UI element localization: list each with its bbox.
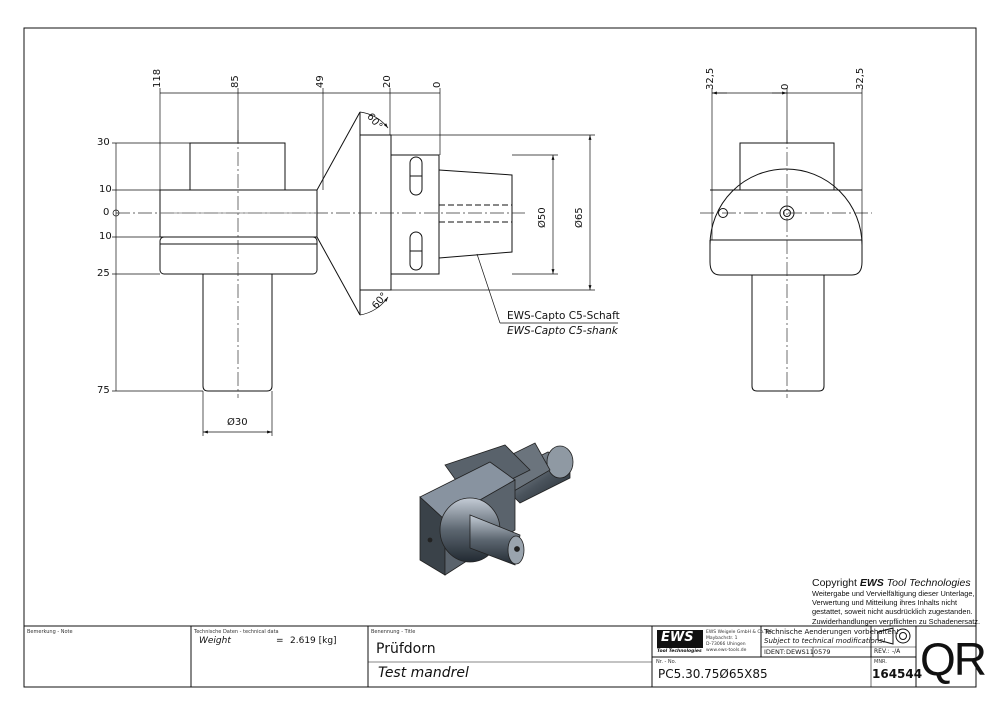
copyright-brand: EWS xyxy=(859,577,884,589)
ews-logo: EWS xyxy=(661,630,694,645)
dim-25: 25 xyxy=(97,268,110,279)
dim-49: 49 xyxy=(315,75,326,88)
ews-logo-sub: Tool Technologies xyxy=(657,649,702,654)
dim-75: 75 xyxy=(97,385,110,396)
weight-value: 2.619 [kg] xyxy=(290,636,337,646)
mnr-value: 164544 xyxy=(872,667,923,681)
changes-german: Technische Aenderungen vorbehalten! xyxy=(764,628,899,636)
title-label: Benennung - Title xyxy=(371,629,416,635)
dim-118: 118 xyxy=(152,68,163,88)
front-centerlines xyxy=(116,130,525,398)
ident-label: IDENT: xyxy=(764,648,786,656)
side-view xyxy=(709,142,863,392)
dim-0-left: 0 xyxy=(103,207,110,218)
weight-eq: = xyxy=(276,636,284,646)
title-german: Prüfdorn xyxy=(376,641,436,657)
dim-0-top: 0 xyxy=(432,81,443,88)
company-line: D-73066 Uhingen xyxy=(706,642,746,647)
sheet-border xyxy=(23,27,977,688)
copyright-line: gestattet, soweit nicht ausdrücklich zug… xyxy=(812,607,973,617)
company-line: Maybachstr. 1 xyxy=(706,636,738,641)
dim-30: 30 xyxy=(97,137,110,148)
copyright-line: Verwertung und Mitteilung ihres Inhalts … xyxy=(812,598,958,608)
number-label: Nr. - No. xyxy=(656,659,677,665)
copyright-suffix: Tool Technologies xyxy=(886,577,971,589)
mnr-label: MNR. xyxy=(874,659,887,665)
dim-diameter-30: Ø30 xyxy=(227,417,248,428)
dim-32-5-right: 32,5 xyxy=(855,67,866,90)
dim-diameter-65: Ø65 xyxy=(574,207,585,228)
front-dimensions xyxy=(112,88,618,436)
tech-data-label: Technische Daten - technical data xyxy=(194,629,279,635)
side-dimensions xyxy=(711,88,863,240)
title-english: Test mandrel xyxy=(378,665,469,681)
title-block xyxy=(24,625,976,687)
dim-10-bottom: 10 xyxy=(99,231,112,242)
copyright-notice: Copyright EWS Tool Technologies Weiterga… xyxy=(812,577,982,626)
dim-diameter-50: Ø50 xyxy=(537,207,548,228)
side-centerlines xyxy=(700,130,872,398)
callout-shank-en: EWS-Capto C5-shank xyxy=(507,325,618,337)
ews-logo-box xyxy=(657,630,703,648)
dim-10-top: 10 xyxy=(99,184,112,195)
copyright-line: Weitergabe und Vervielfältigung dieser U… xyxy=(812,589,975,598)
callout-shank-de: EWS-Capto C5-Schaft xyxy=(507,310,620,322)
rev-value: -/A xyxy=(892,648,901,655)
dim-0-side: 0 xyxy=(780,83,791,90)
ident-value: DEWS110579 xyxy=(786,648,831,656)
dim-32-5-left: 32,5 xyxy=(705,67,716,90)
weight-label: Weight xyxy=(199,636,231,646)
note-label: Bemerkung - Note xyxy=(27,629,73,635)
qr-label: QR xyxy=(920,633,987,685)
company-line: EWS Weigele GmbH & Co. KG xyxy=(706,630,773,635)
copyright-line: Zuwiderhandlungen verpflichten zu Schade… xyxy=(812,616,981,626)
company-line: www.ews-tools.de xyxy=(706,648,747,653)
isometric-view xyxy=(419,442,574,576)
copyright-prefix: Copyright xyxy=(812,577,857,589)
rev-label: REV.: xyxy=(874,648,890,655)
number-value: PC5.30.75Ø65X85 xyxy=(658,667,768,681)
dim-85: 85 xyxy=(230,75,241,88)
changes-english: Subject to technical modifications! xyxy=(764,637,886,645)
front-view xyxy=(159,111,513,392)
dim-20: 20 xyxy=(382,75,393,88)
